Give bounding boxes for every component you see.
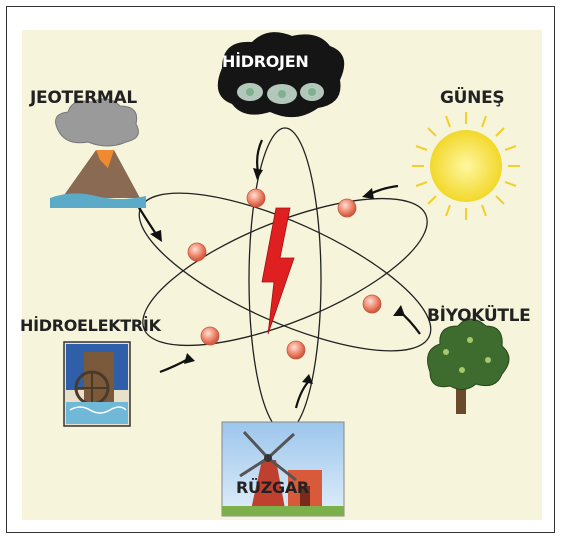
- arrow-head-icon: [184, 353, 195, 364]
- label-hidroelektrik: HİDROELEKTRİK: [20, 316, 161, 335]
- tree-icon: [428, 319, 509, 414]
- arrow-icon: [138, 206, 156, 234]
- arrow-head-icon: [253, 168, 263, 180]
- arrow-head-icon: [362, 188, 374, 199]
- label-gunes: GÜNEŞ: [440, 88, 504, 108]
- arrow-head-icon: [302, 374, 313, 384]
- lightning-bolt-icon: [262, 208, 294, 334]
- volcano-icon: [50, 99, 146, 208]
- label-biyokutle: BİYOKÜTLE: [427, 306, 530, 326]
- electron: [201, 327, 219, 345]
- hydrogen-cloud-icon: [218, 32, 344, 117]
- label-jeotermal: JEOTERMAL: [30, 88, 137, 108]
- electron: [247, 189, 265, 207]
- windmill-icon: [222, 422, 344, 516]
- label-ruzgar: RÜZGAR: [236, 478, 309, 497]
- arrow-icon: [370, 186, 398, 194]
- arrow-head-icon: [393, 305, 405, 316]
- water-mill-icon: [64, 342, 130, 426]
- arrow-head-icon: [150, 230, 162, 242]
- sun-icon: [412, 112, 520, 220]
- electron: [363, 295, 381, 313]
- electron: [287, 341, 305, 359]
- electron: [188, 243, 206, 261]
- label-hidrojen: HİDROJEN: [222, 52, 308, 71]
- electron: [338, 199, 356, 217]
